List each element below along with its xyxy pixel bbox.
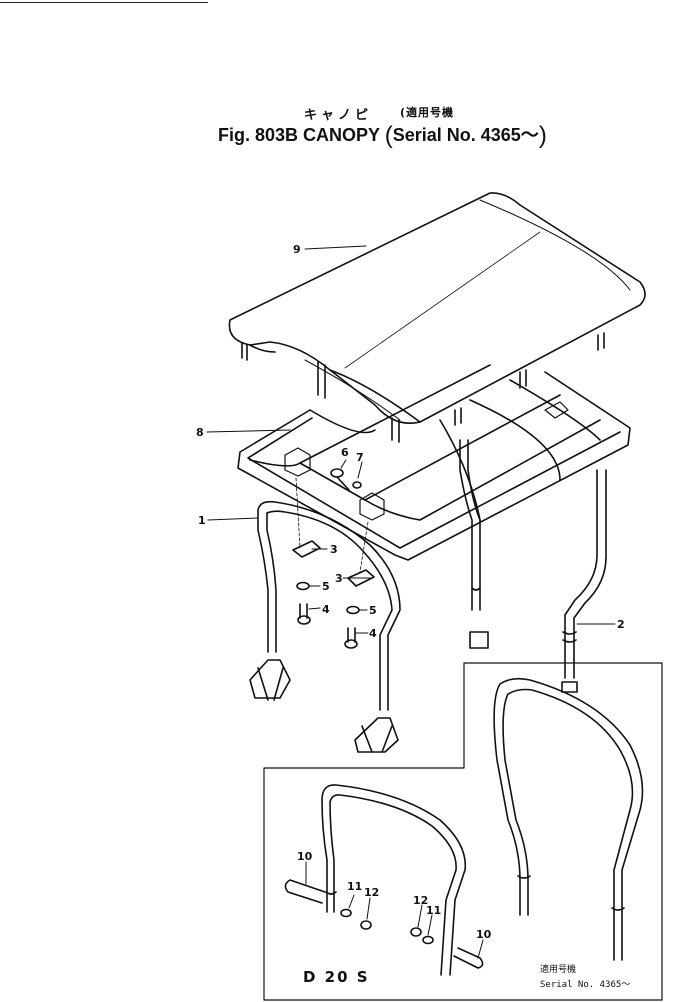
canopy-frame (237, 364, 631, 561)
canopy-roof (228, 192, 646, 443)
callout-8: 8 (196, 426, 204, 439)
paren-close: ) (538, 122, 547, 149)
top-rule (0, 2, 208, 3)
callout-12-right: 12 (413, 894, 429, 907)
inset-model-label: D 20 S (303, 968, 370, 986)
callout-3-right: 3 (335, 572, 343, 585)
fastener-group-left (292, 477, 321, 625)
bolts-6-7 (330, 468, 362, 491)
inset-serial: Serial No. 4365～ (540, 980, 631, 990)
leader-lines (206, 245, 616, 959)
inset-border (263, 662, 663, 1001)
callout-9: 9 (293, 243, 301, 256)
callout-6: 6 (341, 446, 349, 459)
title-japanese-name: キャノピ (304, 108, 373, 123)
callout-10-right: 10 (476, 928, 492, 941)
callout-11-left: 11 (347, 880, 363, 893)
callout-1: 1 (198, 514, 206, 527)
inset-small-hoop (321, 784, 467, 976)
callout-10-left: 10 (297, 850, 313, 863)
paren-open: ( (384, 122, 393, 149)
callout-12-left: 12 (364, 886, 380, 899)
figure-serial: Serial No. 4365～ (392, 125, 539, 145)
callout-5-right: 5 (369, 604, 377, 617)
inset-applicable-jp: 適用号機 (540, 965, 577, 975)
callout-11-right: 11 (426, 904, 442, 917)
rear-post (561, 469, 607, 693)
callout-7: 7 (356, 451, 364, 464)
callout-5-left: 5 (322, 580, 330, 593)
callout-4-right: 4 (369, 627, 377, 640)
title-japanese-applicable: (適用号機 (400, 106, 455, 119)
inset-large-hoop (493, 677, 644, 961)
callout-3-left: 3 (330, 543, 338, 556)
callout-4-left: 4 (322, 603, 330, 616)
figure-title: Fig. 803B CANOPY (Serial No. 4365～) (218, 120, 547, 149)
front-bar (249, 500, 401, 753)
middle-post (459, 439, 489, 649)
inset-fasteners (284, 879, 484, 969)
callout-2: 2 (617, 618, 625, 631)
figure-name: Fig. 803B CANOPY (218, 125, 380, 145)
